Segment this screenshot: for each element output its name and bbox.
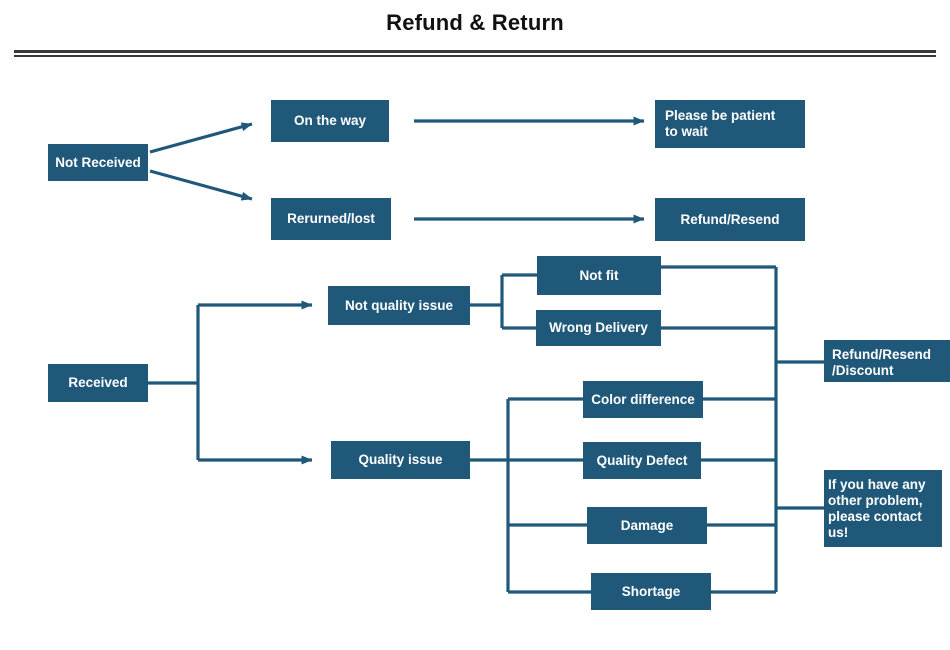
node-damage-label: Damage	[620, 517, 674, 533]
node-refund-resend[interactable]: Refund/Resend	[655, 198, 805, 241]
node-not-received-label: Not Received	[55, 154, 141, 170]
node-damage[interactable]: Damage	[587, 507, 707, 544]
divider-line-bottom	[14, 55, 936, 57]
node-refund-resend-label: Refund/Resend	[680, 211, 780, 227]
divider-line-top	[14, 50, 936, 53]
node-received[interactable]: Received	[48, 364, 148, 402]
node-wrong-delivery[interactable]: Wrong Delivery	[536, 310, 661, 346]
node-not-quality-issue[interactable]: Not quality issue	[328, 286, 470, 325]
node-quality-defect-label: Quality Defect	[596, 452, 688, 468]
node-not-fit[interactable]: Not fit	[537, 256, 661, 295]
node-color-difference-label: Color difference	[591, 391, 695, 407]
node-wrong-delivery-label: Wrong Delivery	[549, 320, 648, 335]
node-not-received[interactable]: Not Received	[48, 144, 148, 181]
node-received-label: Received	[68, 375, 128, 390]
node-refund-resend-discount[interactable]: Refund/Resend /Discount	[824, 340, 950, 382]
node-quality-issue[interactable]: Quality issue	[331, 441, 470, 479]
node-shortage-label: Shortage	[621, 583, 681, 599]
node-returned-lost[interactable]: Rerurned/lost	[271, 198, 391, 240]
node-please-be-patient-label: Please be patient to wait	[665, 108, 776, 139]
node-refund-resend-discount-label: Refund/Resend /Discount	[832, 347, 932, 378]
node-returned-lost-label: Rerurned/lost	[287, 211, 375, 226]
edge-notreceived-returnedlost	[149, 169, 253, 201]
node-quality-defect[interactable]: Quality Defect	[583, 442, 701, 479]
page-title: Refund & Return	[386, 10, 564, 35]
node-shortage[interactable]: Shortage	[591, 573, 711, 610]
node-quality-issue-label: Quality issue	[358, 452, 443, 467]
node-on-the-way[interactable]: On the way	[271, 100, 389, 142]
node-not-quality-issue-label: Not quality issue	[344, 297, 454, 313]
node-contact-us-label: If you have any other problem, please co…	[828, 477, 926, 540]
edge-notreceived-ontheway	[149, 122, 253, 154]
node-not-fit-label: Not fit	[579, 267, 619, 283]
node-color-difference[interactable]: Color difference	[583, 381, 703, 418]
node-contact-us[interactable]: If you have any other problem, please co…	[824, 470, 942, 547]
title-divider	[14, 50, 936, 58]
node-please-be-patient[interactable]: Please be patient to wait	[655, 100, 805, 148]
node-on-the-way-label: On the way	[293, 113, 366, 128]
